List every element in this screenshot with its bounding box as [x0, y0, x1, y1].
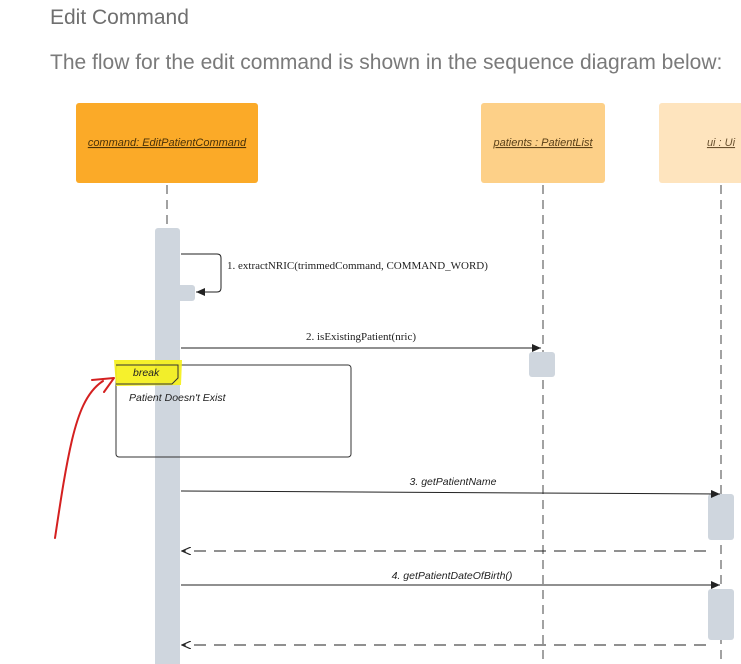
lifeline-ui-label: ui : Ui — [707, 137, 736, 149]
message-1-label: 1. extractNRIC(trimmedCommand, COMMAND_W… — [227, 260, 488, 272]
activation-ui-1 — [708, 494, 734, 540]
activation-ui-2 — [708, 589, 734, 640]
lifeline-command-box — [76, 103, 258, 183]
message-3-arrow — [180, 489, 721, 498]
annotation-arrow — [54, 377, 115, 539]
intro-paragraph: The flow for the edit command is shown i… — [50, 51, 723, 74]
lifeline-patients: patients : PatientList — [481, 103, 605, 183]
break-fragment: break Patient Doesn't Exist — [114, 360, 352, 458]
activation-patients — [529, 352, 555, 377]
break-operator-label: break — [133, 367, 160, 379]
break-fragment-box — [115, 364, 352, 458]
lifeline-command: command: EditPatientCommand — [76, 103, 258, 183]
lifeline-patients-label: patients : PatientList — [492, 137, 593, 149]
message-2-label: 2. isExistingPatient(nric) — [306, 331, 416, 343]
break-guard-label: Patient Doesn't Exist — [129, 392, 227, 404]
break-highlight — [114, 360, 182, 386]
message-4-label: 4. getPatientDateOfBirth() — [392, 570, 513, 582]
break-operator-tab — [116, 364, 179, 385]
lifeline-ui-box — [659, 103, 741, 183]
activation-command — [155, 228, 180, 664]
annotation-arrow-head — [91, 377, 115, 393]
annotation-arrow-shaft — [54, 380, 104, 539]
lifeline-ui: ui : Ui — [659, 103, 741, 183]
message-3-label: 3. getPatientName — [410, 476, 497, 488]
lifeline-patients-box — [481, 103, 605, 183]
section-title: Edit Command — [50, 6, 189, 29]
message-1-arrow — [181, 253, 222, 296]
activation-self-call — [169, 285, 195, 301]
lifeline-command-label: command: EditPatientCommand — [88, 137, 247, 149]
